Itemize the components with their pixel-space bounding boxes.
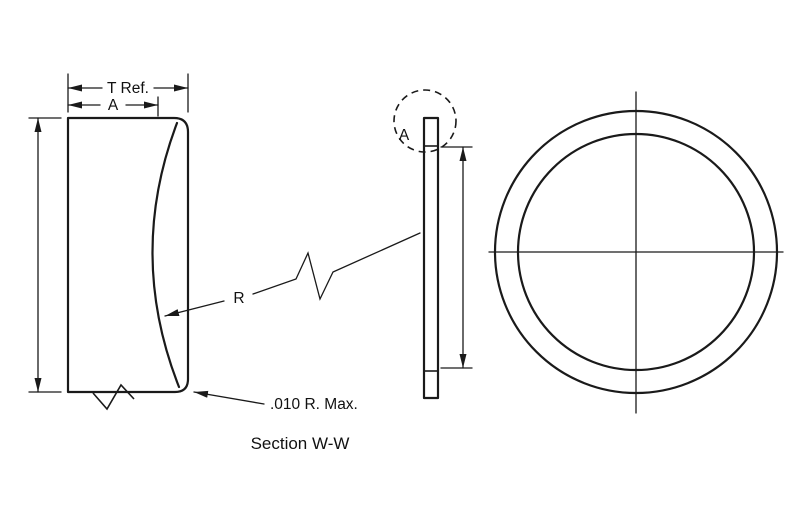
corner-radius-label: .010 R. Max. xyxy=(270,396,358,413)
detail-circle-a: A xyxy=(393,89,457,153)
edge-height-dimension xyxy=(440,146,473,369)
edge-profile xyxy=(422,116,440,400)
detail-a-label: A xyxy=(399,127,410,144)
corner-radius-callout: .010 R. Max. xyxy=(193,390,358,413)
height-dimension xyxy=(28,117,62,393)
t-ref-dimension: T Ref. xyxy=(67,73,189,113)
section-outline xyxy=(66,116,190,394)
cross-section-view xyxy=(66,116,190,411)
radius-leader: R xyxy=(164,232,421,317)
a-dim-label: A xyxy=(108,97,119,114)
front-view xyxy=(488,91,784,414)
leader-break-line xyxy=(252,232,421,301)
concave-surface-arc xyxy=(151,121,181,389)
outer-diameter-circle xyxy=(493,109,779,395)
t-ref-label: T Ref. xyxy=(107,80,149,97)
inner-diameter-circle xyxy=(516,132,756,372)
detail-callout-circle xyxy=(393,89,457,153)
edge-view xyxy=(422,116,440,400)
leader-line xyxy=(193,390,265,405)
leader-line xyxy=(164,300,225,317)
section-caption: Section W-W xyxy=(251,434,350,453)
a-dimension: A xyxy=(67,96,159,117)
break-line-zigzag xyxy=(92,383,135,411)
radius-label: R xyxy=(233,290,244,307)
